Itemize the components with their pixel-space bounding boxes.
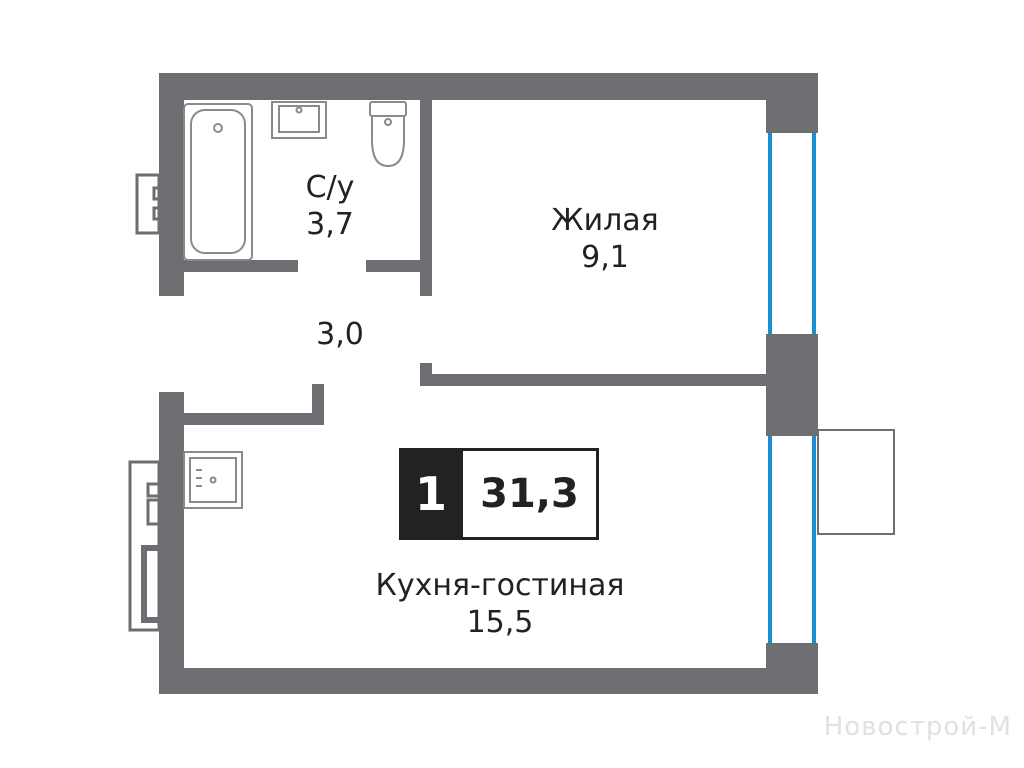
wall-right-top (766, 73, 818, 133)
window-kitchen (768, 436, 816, 643)
bathroom-name: С/у (305, 170, 355, 205)
room-count: 1 (399, 448, 463, 540)
wall-left-upper (159, 73, 184, 296)
bathroom-area: 3,7 (306, 206, 354, 242)
toilet-icon (369, 101, 407, 168)
hallway-label: 3,0 (290, 317, 390, 354)
wall-right-middle (766, 334, 818, 436)
bathroom-label: С/у 3,7 (270, 170, 390, 243)
kitchen-sink-icon (183, 451, 243, 509)
wall-top (159, 73, 818, 100)
wall-divider-stub (420, 363, 432, 386)
vent-shaft-upper (135, 173, 161, 235)
walls (159, 73, 818, 694)
watermark: Новострой-М (823, 712, 1012, 742)
wall-kitchen-top (184, 413, 324, 425)
kitchen-name: Кухня-гостиная (375, 568, 625, 603)
living-room-label: Жилая 9,1 (500, 203, 710, 276)
apartment-summary-badge: 1 31,3 (399, 448, 599, 540)
living-room-area: 9,1 (581, 239, 629, 275)
wall-bottom (159, 668, 818, 694)
wall-bath-bottom-left (184, 260, 298, 272)
sink-icon (271, 101, 327, 139)
windows (768, 133, 816, 643)
kitchen-label: Кухня-гостиная 15,5 (330, 568, 670, 641)
wall-left-lower (159, 392, 184, 694)
wall-bath-right (420, 100, 432, 296)
wall-kitchen-stub (312, 384, 324, 425)
balcony (817, 429, 895, 535)
living-room-name: Жилая (551, 203, 659, 238)
wall-bath-bottom-right (366, 260, 432, 272)
bathtub-icon (183, 103, 253, 261)
kitchen-area: 15,5 (466, 604, 534, 640)
hallway-area: 3,0 (316, 317, 364, 352)
wall-living-bottom (420, 374, 766, 386)
wall-right-bottom (766, 643, 818, 694)
total-area: 31,3 (463, 448, 599, 540)
utility-shafts (128, 173, 180, 632)
window-living (768, 133, 816, 334)
